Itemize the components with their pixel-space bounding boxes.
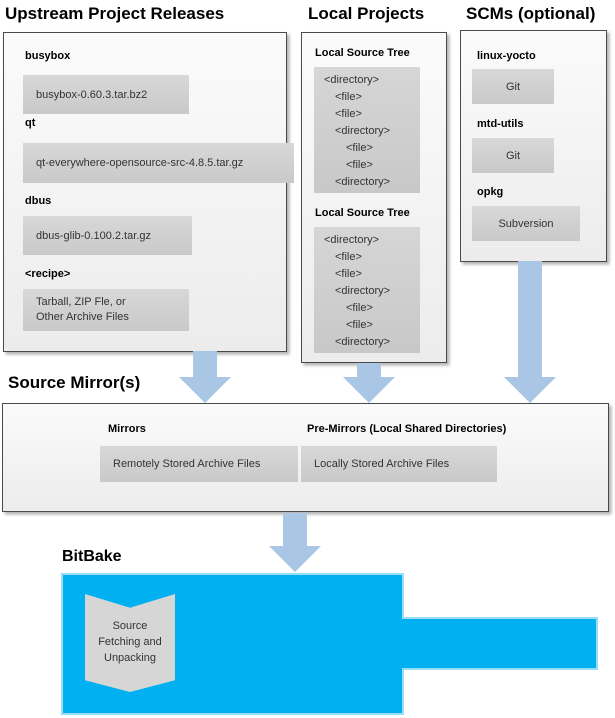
upstream-item-box: qt-everywhere-opensource-src-4.8.5.tar.g… <box>23 143 294 183</box>
scms-panel: linux-yocto Git mtd-utils Git opkg Subve… <box>460 30 607 262</box>
tree-line: <file> <box>346 302 373 314</box>
scm-type: Git <box>505 149 521 162</box>
upstream-item-label: busybox <box>25 50 71 62</box>
upstream-item-box: busybox-0.60.3.tar.bz2 <box>23 75 189 114</box>
ribbon-line: Unpacking <box>104 652 156 664</box>
scm-type-box: Git <box>472 69 554 104</box>
mirrors-label: Mirrors <box>108 423 146 435</box>
tree-line: <directory> <box>324 74 380 86</box>
scm-item-label: opkg <box>477 186 504 198</box>
scm-item-label: linux-yocto <box>477 50 536 62</box>
source-mirrors-title: Source Mirror(s) <box>8 373 141 392</box>
premirrors-box: Locally Stored Archive Files <box>301 446 497 482</box>
archive-file-name: qt-everywhere-opensource-src-4.8.5.tar.g… <box>36 157 244 169</box>
arrow-down-upstream-to-mirrors <box>179 351 231 403</box>
source-fetching-step: Source Fetching and Unpacking <box>85 594 175 692</box>
local-source-tree-box: <directory> <file> <file> <directory> <f… <box>314 67 420 193</box>
archive-file-name: Other Archive Files <box>36 311 129 323</box>
premirrors-box-text: Locally Stored Archive Files <box>314 458 450 470</box>
scms-title: SCMs (optional) <box>466 4 596 23</box>
mirrors-box-text: Remotely Stored Archive Files <box>113 458 261 470</box>
local-source-tree-label: Local Source Tree <box>315 47 410 59</box>
local-source-tree-box: <directory> <file> <file> <directory> <f… <box>314 227 420 353</box>
tree-line: <file> <box>346 159 373 171</box>
arrow-down-scms-to-mirrors <box>504 261 556 403</box>
tree-line: <file> <box>335 91 362 103</box>
tree-line: <directory> <box>335 285 391 297</box>
premirrors-label: Pre-Mirrors (Local Shared Directories) <box>307 423 507 435</box>
mirrors-box: Remotely Stored Archive Files <box>100 446 298 482</box>
local-projects-title: Local Projects <box>308 4 425 23</box>
archive-file-name: Tarball, ZIP Fle, or <box>36 296 126 308</box>
arrow-down-local-to-mirrors <box>343 363 395 403</box>
upstream-title: Upstream Project Releases <box>5 4 225 23</box>
upstream-item-box: dbus-glib-0.100.2.tar.gz <box>23 216 192 255</box>
ribbon-line: Fetching and <box>98 636 162 648</box>
local-projects-panel: Local Source Tree <directory> <file> <fi… <box>301 32 447 363</box>
tree-line: <file> <box>346 319 373 331</box>
upstream-item-label: <recipe> <box>25 268 71 280</box>
scm-type-box: Subversion <box>472 206 580 241</box>
tree-line: <directory> <box>335 125 391 137</box>
scm-type: Subversion <box>498 217 554 230</box>
tree-line: <file> <box>346 142 373 154</box>
tree-line: <file> <box>335 268 362 280</box>
tree-line: <directory> <box>335 176 391 188</box>
upstream-panel: busybox busybox-0.60.3.tar.bz2 qt qt-eve… <box>3 32 294 352</box>
tree-line: <file> <box>335 108 362 120</box>
scm-type-box: Git <box>472 138 554 173</box>
tree-line: <directory> <box>324 234 380 246</box>
ribbon-line: Source <box>112 620 148 632</box>
arrow-down-mirrors-to-bitbake <box>269 513 321 572</box>
scm-type: Git <box>505 80 521 93</box>
scm-item-label: mtd-utils <box>477 118 524 130</box>
upstream-item-box: Tarball, ZIP Fle, or Other Archive Files <box>23 289 189 331</box>
tree-line: <file> <box>335 251 362 263</box>
source-mirrors-panel: Mirrors Remotely Stored Archive Files Pr… <box>2 403 609 512</box>
upstream-item-label: dbus <box>25 195 52 207</box>
archive-file-name: dbus-glib-0.100.2.tar.gz <box>36 229 151 242</box>
local-source-tree-label: Local Source Tree <box>315 207 410 219</box>
bitbake-process-shape <box>61 573 598 715</box>
upstream-item-label: qt <box>25 117 36 129</box>
archive-file-name: busybox-0.60.3.tar.bz2 <box>36 88 148 101</box>
bitbake-title: BitBake <box>62 548 122 565</box>
tree-line: <directory> <box>335 336 391 348</box>
